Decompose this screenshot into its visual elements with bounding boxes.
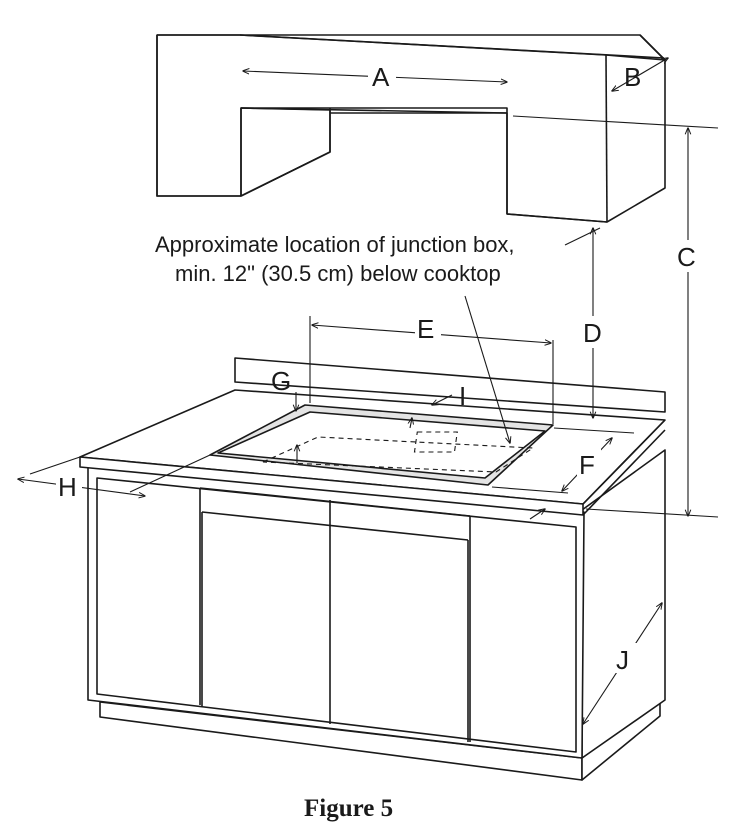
label-j: J: [616, 645, 629, 675]
overhead-cabinet: [156, 34, 666, 223]
dimension-i-arrow: [432, 394, 453, 405]
label-e: E: [417, 314, 434, 344]
label-f: F: [579, 450, 595, 480]
figure-caption: Figure 5: [304, 795, 393, 822]
label-c: C: [677, 242, 696, 272]
label-i: I: [459, 381, 466, 411]
dimension-labels: A B C D E F G H I J: [56, 60, 702, 675]
label-h: H: [58, 472, 77, 502]
label-g: G: [271, 366, 291, 396]
label-a: A: [372, 62, 390, 92]
junction-box-outline: [413, 431, 458, 453]
label-b: B: [624, 62, 641, 92]
cooktop: [209, 404, 554, 486]
note-line-2: min. 12" (30.5 cm) below cooktop: [175, 261, 501, 286]
note-line-1: Approximate location of junction box,: [155, 232, 515, 257]
label-d: D: [583, 318, 602, 348]
dimension-b-line: [612, 58, 668, 91]
junction-box-note: Approximate location of junction box, mi…: [155, 232, 515, 286]
junction-box-pointer: [464, 295, 510, 443]
